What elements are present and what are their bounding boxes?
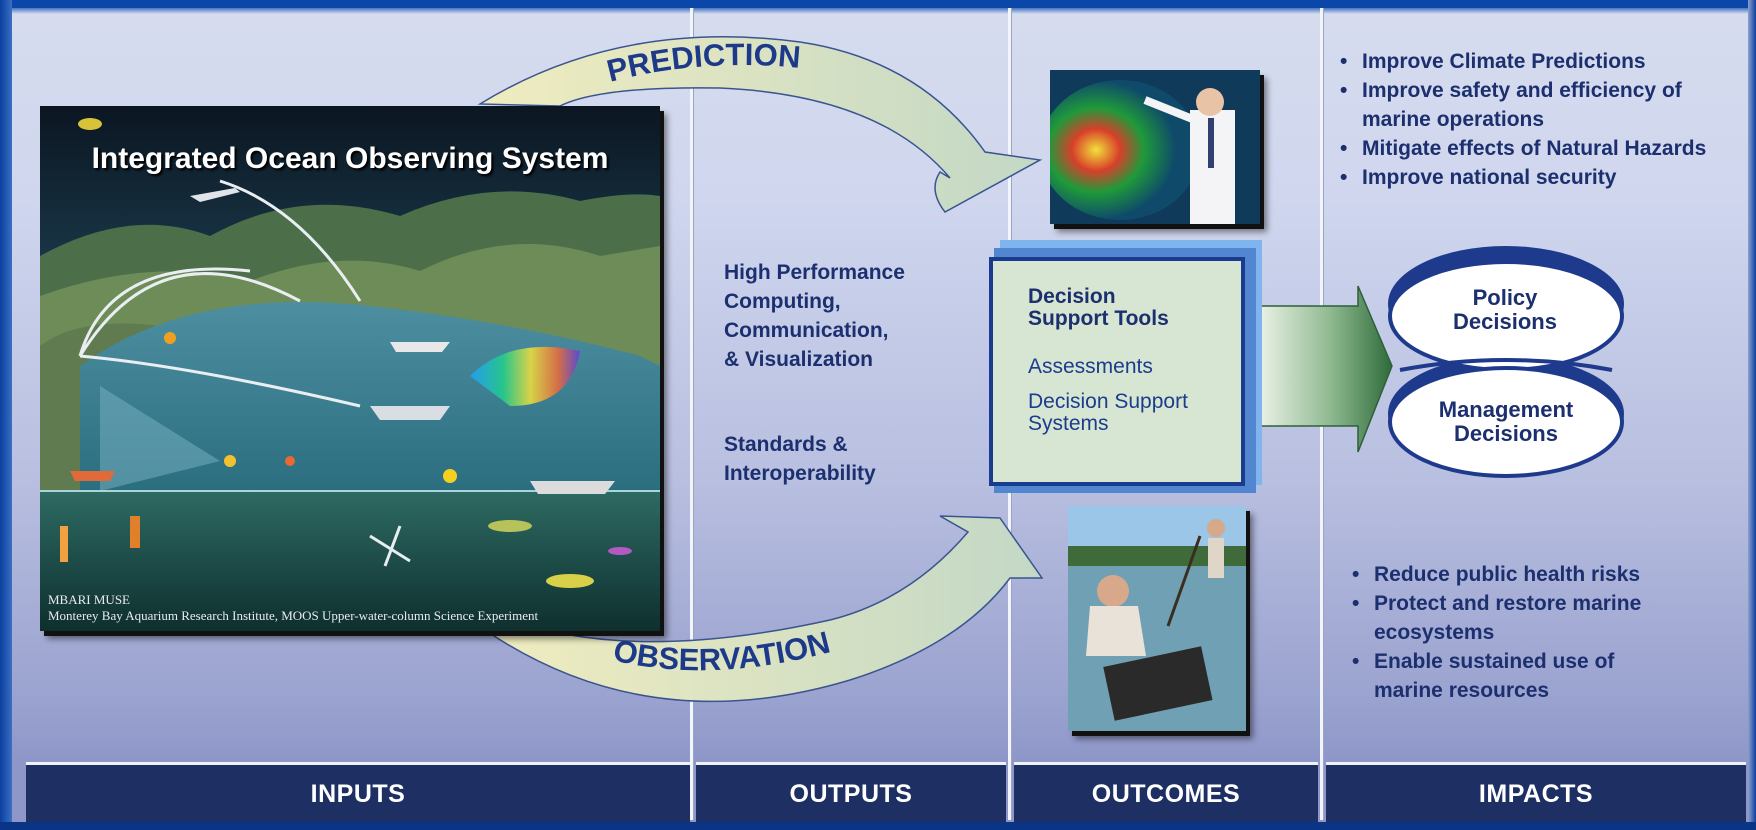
footer-outputs: OUTPUTS (696, 762, 1006, 823)
outputs-item-computing: High Performance Computing, Communicatio… (724, 258, 905, 374)
frame-left (0, 0, 12, 830)
frame-bottom (0, 822, 1756, 830)
decision-support-title: Decision Support Tools (1028, 286, 1169, 330)
outputs-line: High Performance (724, 261, 905, 284)
oval-line: Management (1438, 397, 1574, 422)
outputs-line: Communication, (724, 319, 889, 342)
frame-top (0, 0, 1756, 8)
title-line: Decision (1028, 285, 1116, 308)
weather-forecast-photo (1050, 70, 1260, 224)
ocean-illustration (40, 106, 660, 631)
predictions-label: PREDICTIONS (0, 0, 802, 89)
outcomes-to-impacts-arrow (1255, 285, 1393, 453)
oval-line: Policy (1472, 285, 1538, 310)
footer-inputs: INPUTS (26, 762, 690, 823)
impact-bullet: Improve national security (1336, 163, 1726, 192)
ioos-image: Integrated Ocean Observing System MBARI … (40, 106, 660, 631)
impact-bullet: Reduce public health risks (1348, 560, 1688, 589)
management-decisions-label: Management Decisions (1420, 398, 1592, 446)
observations-arrow (485, 515, 1044, 703)
assessments-item: Assessments (1028, 355, 1153, 378)
decision-support-box (989, 257, 1245, 486)
shellfish-harvest-photo (1068, 506, 1246, 731)
outputs-item-standards: Standards & Interoperability (724, 430, 876, 488)
impact-bullet: Improve safety and efficiency of marine … (1336, 76, 1726, 134)
outputs-line: & Visualization (724, 348, 873, 371)
column-divider (690, 8, 693, 820)
ioos-image-title: Integrated Ocean Observing System (91, 142, 609, 175)
weather-radar-image (1050, 70, 1260, 224)
impact-bullet: Improve Climate Predictions (1336, 47, 1726, 76)
impacts-bottom-list: Reduce public health risks Protect and r… (1348, 560, 1688, 705)
decision-ovals (1388, 246, 1624, 478)
title-line: Support Tools (1028, 307, 1169, 330)
decision-support-systems-item: Decision Support Systems (1028, 391, 1188, 435)
item-line: Decision Support (1028, 390, 1188, 413)
policy-decisions-label: Policy Decisions (1426, 286, 1584, 334)
impact-bullet: Mitigate effects of Natural Hazards (1336, 134, 1726, 163)
outputs-line: Standards & (724, 433, 848, 456)
impact-bullet: Protect and restore marine ecosystems (1348, 589, 1688, 647)
footer-outcomes: OUTCOMES (1014, 762, 1318, 823)
impacts-top-list: Improve Climate Predictions Improve safe… (1336, 47, 1726, 192)
outputs-line: Interoperability (724, 462, 876, 485)
ioos-image-caption-1: MBARI MUSE (48, 592, 130, 607)
ioos-image-caption-2: Monterey Bay Aquarium Research Institute… (48, 608, 539, 623)
outputs-line: Computing, (724, 290, 841, 313)
harvest-image (1068, 506, 1246, 731)
oval-line: Decisions (1453, 309, 1557, 334)
frame-right (1748, 0, 1756, 830)
impact-bullet: Enable sustained use of marine resources (1348, 647, 1688, 705)
item-line: Systems (1028, 412, 1109, 435)
oval-line: Decisions (1454, 421, 1558, 446)
predictions-arrow (477, 36, 1043, 213)
footer-impacts: IMPACTS (1326, 762, 1746, 823)
